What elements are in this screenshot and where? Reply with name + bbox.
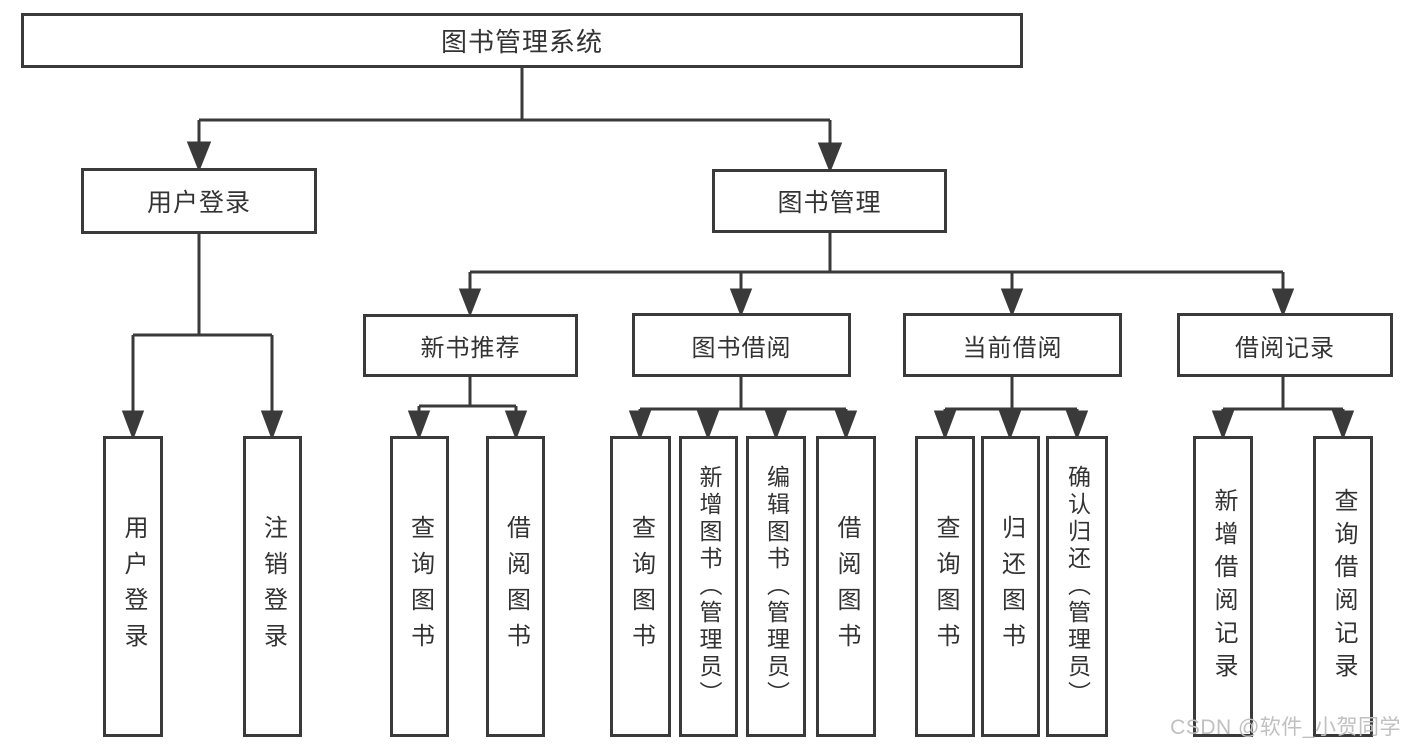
csdn-watermark: CSDN @软件_小贺同学 (1170, 716, 1401, 739)
leaf-add-borrow-record-label: 新增借阅记录 (1210, 487, 1237, 686)
node-new-book-recommend-label: 新书推荐 (420, 335, 521, 362)
root-node-label: 图书管理系统 (440, 27, 603, 57)
node-borrow-records: 借阅记录 (1177, 313, 1393, 377)
connector-borrow-records-children (1211, 377, 1355, 441)
connector-root-to-level2 (186, 68, 843, 174)
leaf-add-book-admin-label: 新增图书（管理员） (696, 465, 722, 708)
node-book-management: 图书管理 (712, 169, 947, 233)
leaf-return-book-label: 归还图书 (997, 514, 1025, 659)
leaf-confirm-return-admin: 确认归还（管理员） (1046, 436, 1108, 737)
leaf-edit-book-admin-label: 编辑图书（管理员） (763, 465, 790, 708)
leaf-user-login-label: 用户登录 (120, 514, 147, 659)
node-book-borrow: 图书借阅 (632, 313, 851, 377)
connector-user-login-children (121, 234, 284, 441)
leaf-borrow-books-recommend-label: 借阅图书 (502, 514, 530, 659)
leaf-query-books-current: 查询图书 (915, 436, 975, 737)
leaf-borrow-books-recommend: 借阅图书 (486, 436, 545, 737)
leaf-query-books-borrow-label: 查询图书 (627, 514, 655, 659)
root-node: 图书管理系统 (21, 13, 1023, 68)
connector-book-management-children (458, 233, 1295, 318)
leaf-add-borrow-record: 新增借阅记录 (1193, 436, 1253, 737)
leaf-query-books-borrow: 查询图书 (610, 436, 671, 737)
leaf-query-books-recommend-label: 查询图书 (406, 514, 434, 659)
leaf-edit-book-admin: 编辑图书（管理员） (746, 436, 806, 737)
leaf-confirm-return-admin-label: 确认归还（管理员） (1064, 465, 1091, 708)
node-book-borrow-label: 图书借阅 (691, 334, 792, 362)
node-user-login-label: 用户登录 (146, 189, 251, 217)
leaf-query-books-recommend: 查询图书 (390, 436, 449, 737)
node-borrow-records-label: 借阅记录 (1235, 334, 1335, 362)
leaf-query-borrow-record-label: 查询借阅记录 (1330, 487, 1357, 686)
leaf-logout: 注销登录 (243, 436, 302, 737)
connector-current-borrow-children (933, 377, 1089, 441)
leaf-query-books-current-label: 查询图书 (932, 514, 959, 659)
connector-book-borrow-children (628, 377, 858, 441)
node-current-borrow: 当前借阅 (903, 313, 1122, 377)
leaf-add-book-admin: 新增图书（管理员） (679, 436, 738, 737)
leaf-query-borrow-record: 查询借阅记录 (1313, 436, 1373, 737)
leaf-logout-label: 注销登录 (259, 514, 287, 659)
leaf-borrow-books-borrow-label: 借阅图书 (833, 514, 860, 659)
node-current-borrow-label: 当前借阅 (962, 334, 1063, 362)
node-user-login: 用户登录 (81, 168, 317, 234)
leaf-user-login: 用户登录 (103, 436, 163, 737)
node-new-book-recommend: 新书推荐 (363, 314, 578, 377)
connector-new-book-children (407, 377, 528, 441)
node-book-management-label: 图书管理 (777, 189, 882, 217)
leaf-return-book: 归还图书 (981, 436, 1040, 737)
leaf-borrow-books-borrow: 借阅图书 (816, 436, 876, 737)
